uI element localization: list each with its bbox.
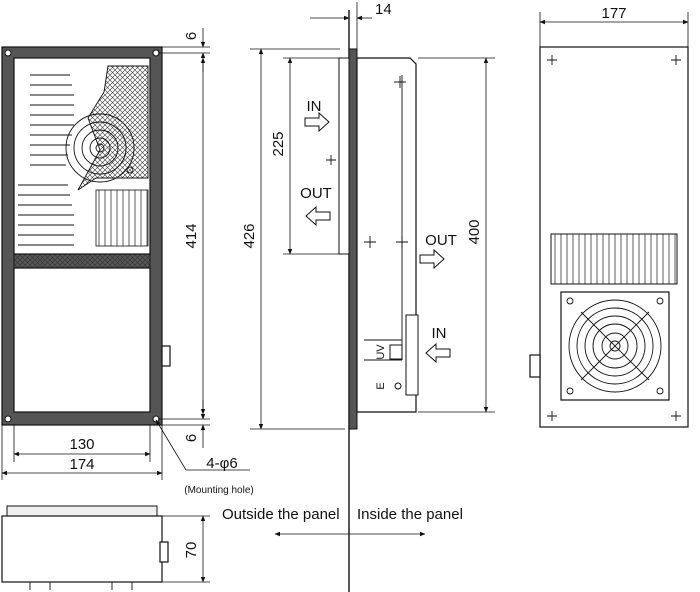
dim-side-height: 426 — [241, 223, 258, 248]
rear-heat-exchanger — [550, 233, 678, 285]
dim-lower-span: 400 — [466, 219, 483, 244]
side-body — [356, 57, 417, 413]
dim-rear-width: 177 — [601, 5, 626, 22]
dim-front-width: 174 — [69, 456, 94, 473]
airflow-arrows: IN OUT OUT IN — [300, 98, 457, 364]
earth-terminal — [394, 382, 402, 390]
bottom-view: 70 — [1, 505, 210, 590]
dim-flange-depth: 14 — [375, 1, 392, 18]
dim-bottom-clearance: 6 — [183, 434, 200, 442]
front-heat-exchanger — [95, 189, 149, 247]
airflow-in-inside: IN — [432, 325, 447, 342]
dim-hole-spacing: 130 — [69, 436, 94, 453]
uv-label: UV — [375, 344, 387, 360]
side-view: UV E — [326, 10, 419, 592]
outside-panel-label: Outside the panel — [222, 506, 340, 523]
front-lower-panel — [13, 267, 151, 413]
airflow-out-inside: OUT — [425, 232, 457, 249]
rear-mounting-holes — [547, 55, 681, 421]
front-side-plug — [161, 345, 171, 367]
mounting-hole-caption: (Mounting hole) — [184, 485, 253, 496]
rear-view: 177 — [529, 5, 689, 428]
inside-panel-label: Inside the panel — [357, 506, 463, 523]
dim-front-height: 414 — [183, 223, 200, 248]
earth-label: E — [375, 382, 387, 389]
uv-box — [389, 344, 403, 360]
front-dimensions: 6 414 6 130 174 4-φ6 (Mounting hole) — [1, 28, 254, 496]
rear-side-plug — [529, 354, 541, 378]
side-mounting-marks — [326, 76, 408, 248]
mounting-hole-label: 4-φ6 — [206, 455, 237, 472]
airflow-in-outside: IN — [307, 98, 322, 115]
side-flange — [348, 48, 358, 430]
front-cutaway-mesh — [77, 65, 149, 191]
dim-top-clearance: 6 — [183, 32, 200, 40]
front-louvers — [18, 74, 74, 246]
rear-fan-guard — [566, 297, 664, 395]
front-divider-grille — [13, 253, 151, 269]
airflow-out-outside: OUT — [300, 185, 332, 202]
side-dimensions: 426 225 400 14 Outside the panel Inside … — [222, 1, 495, 537]
front-cutaway-fan — [65, 113, 135, 183]
side-outer-section — [338, 57, 350, 255]
dim-bottom-depth: 70 — [183, 542, 200, 559]
front-view — [1, 46, 171, 426]
dim-upper-port-span: 225 — [270, 131, 287, 156]
